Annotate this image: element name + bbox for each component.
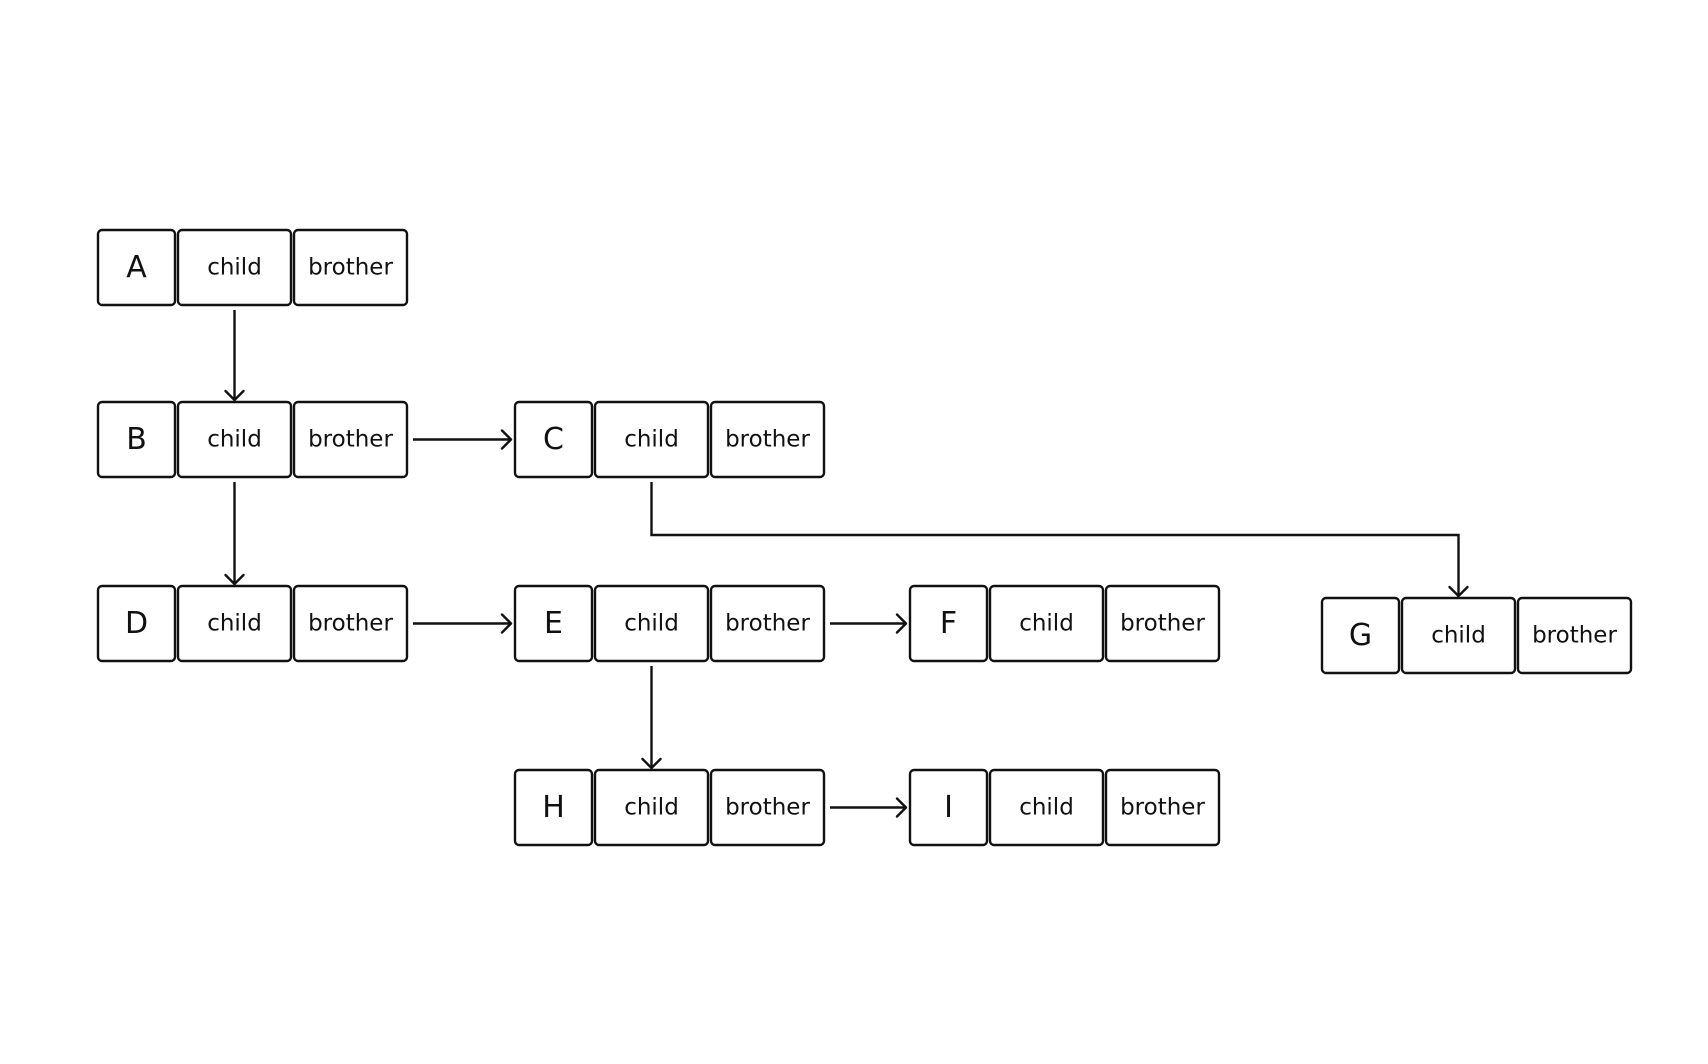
node-d-brother-cell: [292, 584, 409, 663]
node-a-child-text: child: [207, 255, 262, 281]
node-c-child-cell: [593, 400, 710, 479]
node-e-child-cell: [593, 584, 710, 663]
node-i-child-cell: [988, 768, 1105, 847]
edges-layer: [224, 310, 1469, 818]
node-i-name-cell: [908, 768, 989, 847]
node-a-brother-cell: [292, 228, 409, 307]
edge-e-to-h: [641, 666, 662, 770]
node-g-name-cell: [1320, 596, 1401, 675]
node-f-child-cell: [988, 584, 1105, 663]
node-b-brother-cell: [292, 400, 409, 479]
node-b-child-cell: [176, 400, 293, 479]
node-h-brother-text: brother: [725, 795, 810, 821]
node-e-child-text: child: [624, 611, 679, 637]
edge-d-to-e-arrowhead: [500, 613, 513, 634]
edge-c-to-g: [650, 482, 1469, 598]
node-g-child-text: child: [1431, 623, 1486, 649]
edge-e-to-f-arrowhead: [895, 613, 908, 634]
edge-h-to-i: [830, 797, 908, 818]
node-h-brother-cell: [709, 768, 826, 847]
node-b-brother-text: brother: [308, 427, 393, 453]
node-b-child-text: child: [207, 427, 262, 453]
node-g-brother-cell: [1516, 596, 1633, 675]
node-f-name-cell: [908, 584, 989, 663]
node-f-child-text: child: [1019, 611, 1074, 637]
node-c-name-cell: [513, 400, 594, 479]
node-d-brother-text: brother: [308, 611, 393, 637]
node-b-name-text: B: [126, 422, 147, 457]
node-a-brother-text: brother: [308, 255, 393, 281]
node-d-name-text: D: [125, 606, 148, 641]
edge-b-to-c: [413, 429, 513, 450]
node-a-name-text: A: [126, 250, 147, 285]
node-a-name-cell: [96, 228, 177, 307]
edge-e-to-f: [830, 613, 908, 634]
node-d-child-text: child: [207, 611, 262, 637]
edge-c-to-g-arrowhead: [1448, 585, 1469, 598]
node-c-brother-cell: [709, 400, 826, 479]
node-e-name-text: E: [544, 606, 563, 641]
node-f-brother-cell: [1104, 584, 1221, 663]
edge-d-to-e: [413, 613, 513, 634]
edge-a-to-b: [224, 310, 245, 402]
edge-b-to-c-arrowhead: [500, 429, 513, 450]
edge-b-to-d: [224, 482, 245, 586]
node-d-child-cell: [176, 584, 293, 663]
edge-e-to-h-arrowhead: [641, 757, 662, 770]
node-f-brother-text: brother: [1120, 611, 1205, 637]
node-h-child-cell: [593, 768, 710, 847]
node-e-brother-text: brother: [725, 611, 810, 637]
node-c-child-text: child: [624, 427, 679, 453]
node-i-name-text: I: [944, 790, 953, 825]
edge-h-to-i-arrowhead: [895, 797, 908, 818]
node-h-child-text: child: [624, 795, 679, 821]
node-h-name-cell: [513, 768, 594, 847]
node-e-brother-cell: [709, 584, 826, 663]
node-f-name-text: F: [940, 606, 957, 641]
node-g-name-text: G: [1349, 618, 1372, 653]
node-b-name-cell: [96, 400, 177, 479]
edge-c-to-g-line: [650, 482, 1460, 596]
node-i-child-text: child: [1019, 795, 1074, 821]
node-h-name-text: H: [542, 790, 565, 825]
node-i-brother-text: brother: [1120, 795, 1205, 821]
node-c-brother-text: brother: [725, 427, 810, 453]
node-g-brother-text: brother: [1532, 623, 1617, 649]
edge-b-to-d-arrowhead: [224, 573, 245, 586]
node-a-child-cell: [176, 228, 293, 307]
edge-a-to-b-arrowhead: [224, 389, 245, 402]
node-d-name-cell: [96, 584, 177, 663]
node-g-child-cell: [1400, 596, 1517, 675]
node-c-name-text: C: [543, 422, 564, 457]
node-e-name-cell: [513, 584, 594, 663]
node-i-brother-cell: [1104, 768, 1221, 847]
